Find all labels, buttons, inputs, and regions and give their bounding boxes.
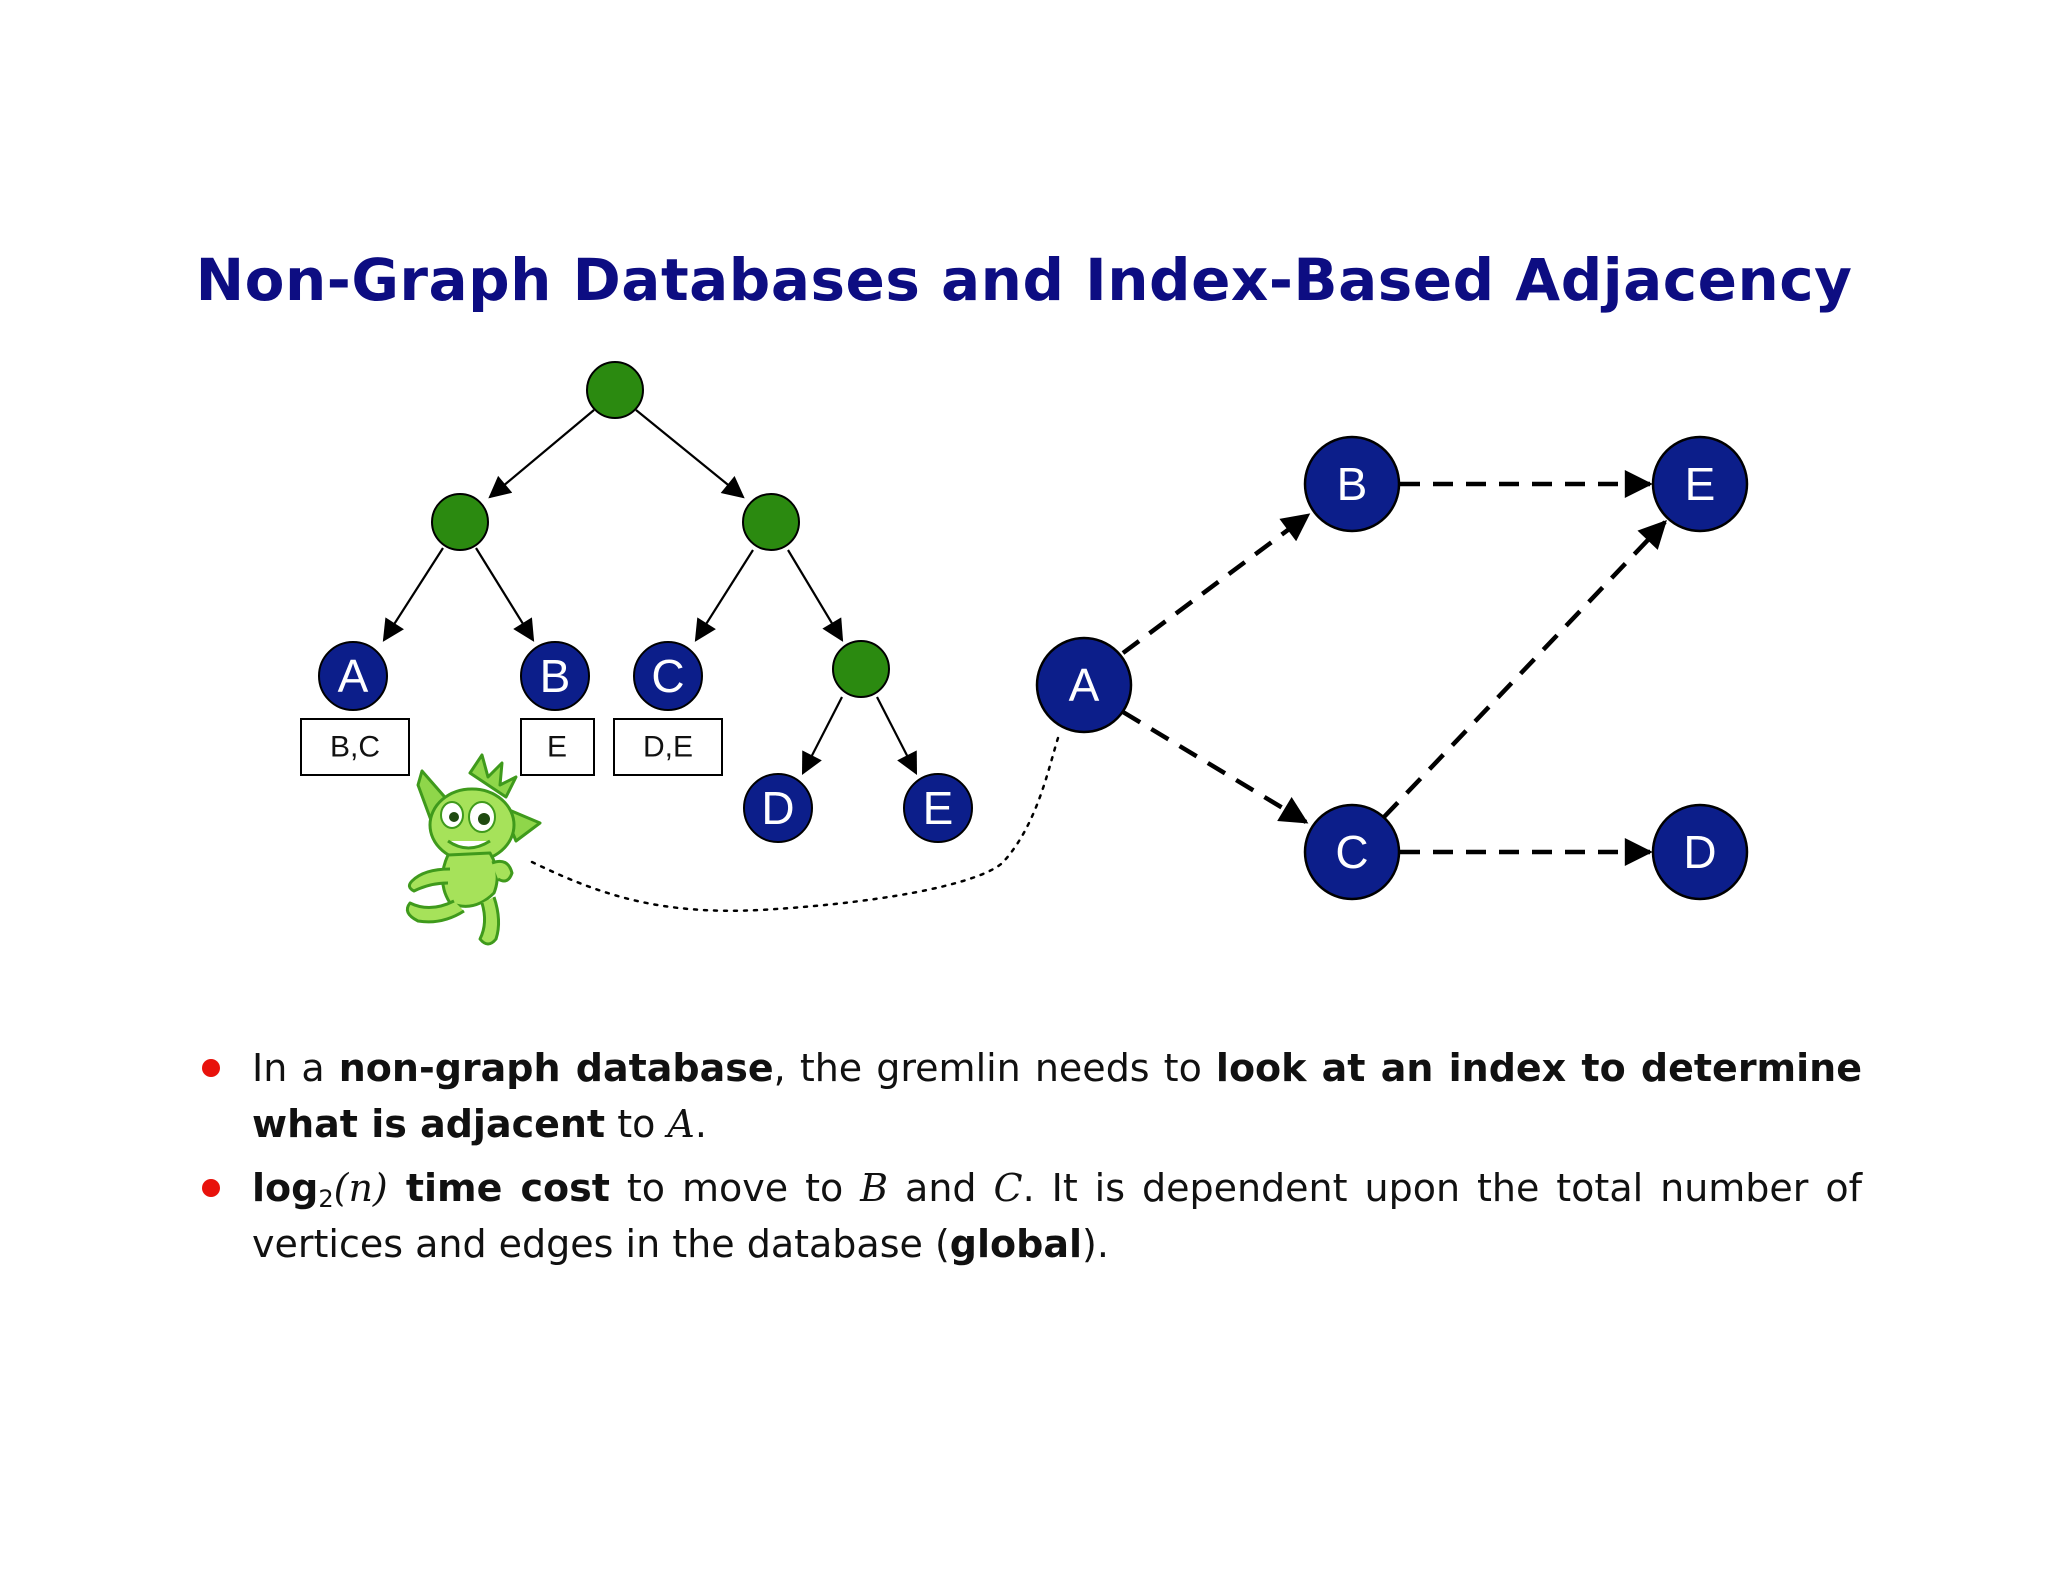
- tree-edge: [635, 409, 745, 499]
- bullet-2-text: . It is dependent upon the total number …: [252, 1166, 1863, 1266]
- graph-edge-c-e: [1382, 519, 1667, 819]
- bullet-1-text: to: [605, 1102, 668, 1146]
- bullet-1-strong: look at an index to determine what is ad…: [252, 1046, 1863, 1146]
- bullet-2-math: C: [993, 1166, 1023, 1210]
- index-box-c: [613, 718, 723, 776]
- graph-vertex-a-label: A: [1069, 659, 1100, 711]
- bullet-1-text: , the gremlin needs to: [773, 1046, 1216, 1090]
- index-leaf-d: [743, 773, 813, 843]
- graph-vertices: A B C D E: [1035, 435, 1749, 901]
- slide-title: Non-Graph Databases and Index-Based Adja…: [195, 246, 1853, 314]
- bullet-list: In a non-graph database, the gremlin nee…: [202, 1040, 1863, 1280]
- tree-edge: [475, 547, 535, 642]
- graph-vertex-b: [1303, 435, 1401, 533]
- bullet-2-math: B: [860, 1166, 889, 1210]
- bullet-1-text: .: [694, 1102, 707, 1146]
- index-root-node: [586, 361, 644, 419]
- index-internal-node: [431, 493, 489, 551]
- index-box-a-label: B,C: [330, 731, 380, 764]
- graph-vertex-c: [1303, 803, 1401, 901]
- graph-vertex-d: [1651, 803, 1749, 901]
- tree-edge: [801, 696, 843, 775]
- graph-vertex-e-label: E: [1685, 458, 1716, 510]
- graph-edge-a-c: [1121, 710, 1309, 824]
- graph-vertex-a: [1035, 636, 1133, 734]
- index-box-a: [300, 718, 410, 776]
- graph-edges: [1121, 470, 1667, 866]
- index-boxes: B,C E D,E: [300, 718, 723, 776]
- index-leaf-b-label: B: [540, 650, 571, 702]
- index-box-b: [520, 718, 595, 776]
- bullet-marker: [202, 1179, 220, 1197]
- bullet-marker: [202, 1059, 220, 1077]
- index-tree-nodes: [431, 361, 890, 698]
- index-internal-node: [832, 640, 890, 698]
- index-tree-leaves: A B C D E: [318, 641, 973, 843]
- index-leaf-e: [903, 773, 973, 843]
- tree-edge: [876, 696, 918, 775]
- graph-vertex-e: [1651, 435, 1749, 533]
- tree-edge: [694, 549, 754, 642]
- bullet-2-text: ).: [1082, 1222, 1109, 1266]
- bullet-item-1: In a non-graph database, the gremlin nee…: [202, 1040, 1863, 1152]
- bullet-item-2: log2(n) time cost to move to B and C. It…: [202, 1160, 1863, 1272]
- index-box-c-label: D,E: [643, 731, 693, 764]
- index-internal-node: [742, 493, 800, 551]
- graph-vertex-d-label: D: [1683, 826, 1716, 878]
- index-leaf-d-label: D: [761, 782, 794, 834]
- tree-edge: [787, 549, 844, 642]
- index-leaf-a-label: A: [338, 650, 369, 702]
- gremlin-dotted-path: [530, 730, 1062, 912]
- index-leaf-e-label: E: [923, 782, 954, 834]
- index-leaf-c-label: C: [651, 650, 684, 702]
- graph-vertex-b-label: B: [1337, 458, 1368, 510]
- gremlin-mascot-icon: [405, 753, 542, 946]
- index-leaf-b: [520, 641, 590, 711]
- bullet-2-strong: time cost: [387, 1166, 610, 1210]
- tree-edge: [382, 547, 444, 642]
- tree-edge: [488, 409, 595, 499]
- graph-edge-a-b: [1121, 513, 1311, 655]
- bullet-2-text: and: [888, 1166, 994, 1210]
- bullet-1-strong: non-graph database: [338, 1046, 774, 1090]
- index-tree-edges: [382, 409, 918, 775]
- bullet-2-text: to move to: [609, 1166, 861, 1210]
- bullet-2-subscript: 2: [318, 1185, 334, 1213]
- bullet-1-math: A: [667, 1102, 695, 1146]
- index-leaf-a: [318, 641, 388, 711]
- graph-vertex-c-label: C: [1335, 826, 1368, 878]
- index-box-b-label: E: [547, 731, 567, 764]
- index-leaf-c: [633, 641, 703, 711]
- bullet-1-text: In a: [252, 1046, 339, 1090]
- bullet-2-strong: log: [252, 1166, 319, 1210]
- bullet-2-math: (n): [333, 1166, 388, 1210]
- bullet-2-strong: global: [949, 1222, 1082, 1266]
